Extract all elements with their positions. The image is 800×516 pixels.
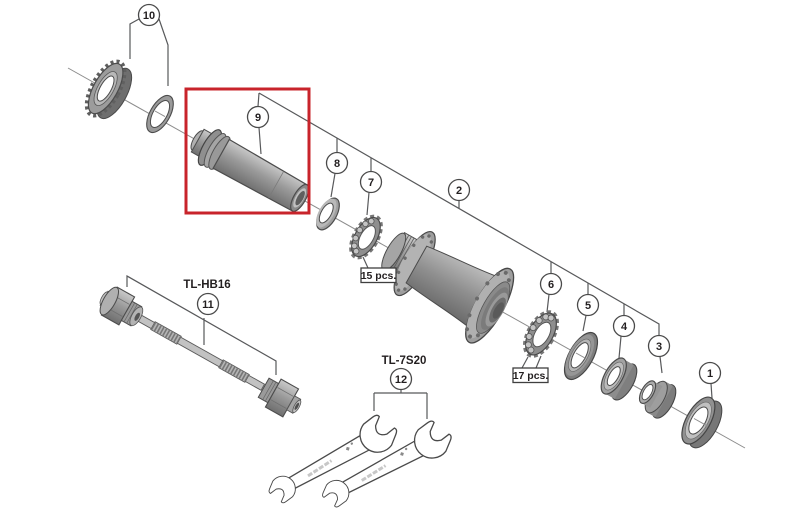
svg-text:9: 9 <box>255 112 261 124</box>
leader-6 <box>546 262 552 313</box>
leader-3 <box>659 356 663 374</box>
svg-text:1: 1 <box>707 368 713 380</box>
part-bearing-retainer-front <box>349 214 383 260</box>
leader-8 <box>330 138 338 198</box>
part-cone <box>600 357 638 401</box>
svg-text:4: 4 <box>621 321 628 333</box>
part-tool-tl-hb16 <box>99 286 302 418</box>
leader-4 <box>618 304 625 359</box>
callout-6: 6 <box>539 272 563 296</box>
leader-5 <box>582 283 589 332</box>
callout-5: 5 <box>576 293 600 317</box>
qty-15pcs-text: 15 pcs. <box>361 270 397 282</box>
qty-17pcs-text: 17 pcs. <box>513 370 549 382</box>
leader-1 <box>710 383 713 399</box>
part-hub-body <box>381 231 515 344</box>
callout-11: 11 <box>196 292 220 316</box>
callout-leader-lines <box>126 18 713 419</box>
label-tl-hb16: TL-HB16 <box>183 279 230 291</box>
callout-4: 4 <box>612 314 636 338</box>
part-axle <box>190 128 310 212</box>
callout-2: 2 <box>447 178 471 202</box>
leader-12-bracket <box>373 389 428 419</box>
callout-3: 3 <box>647 334 671 358</box>
leader-9 <box>257 92 262 155</box>
part-tool-tl-7s20 <box>256 403 464 516</box>
part-lock-ring <box>84 59 133 120</box>
label-tl-7s20: TL-7S20 <box>382 355 427 367</box>
leader-11-bracket <box>126 274 277 375</box>
pointer-17pcs <box>521 355 542 369</box>
axis-through-snap-ring <box>154 110 166 118</box>
callout-1: 1 <box>698 361 722 385</box>
qty-label-15pcs: 15 pcs. <box>360 267 397 284</box>
leader-10-bracket <box>129 18 169 86</box>
highlight-box <box>184 87 311 215</box>
axis-through-end-cap <box>693 418 709 427</box>
svg-text:7: 7 <box>368 177 374 189</box>
svg-text:3: 3 <box>656 341 662 353</box>
svg-text:11: 11 <box>202 299 214 311</box>
svg-text:10: 10 <box>143 10 155 22</box>
part-bearing-retainer-rear <box>522 310 560 358</box>
axis-through-dust-seal <box>575 352 587 360</box>
svg-text:12: 12 <box>395 374 407 386</box>
svg-text:8: 8 <box>334 158 340 170</box>
callout-10: 10 <box>137 3 161 27</box>
svg-text:2: 2 <box>456 185 462 197</box>
callout-circles: 1 2 3 4 5 6 7 8 <box>137 3 722 391</box>
callout-12: 12 <box>389 367 413 391</box>
part-lock-nut <box>638 380 677 419</box>
leader-7 <box>366 158 372 216</box>
svg-text:6: 6 <box>548 279 554 291</box>
part-seal-washer <box>316 197 340 231</box>
callout-8: 8 <box>325 151 349 175</box>
callout-9: 9 <box>246 105 270 129</box>
leader-ladder <box>258 92 660 336</box>
callout-7: 7 <box>359 170 383 194</box>
svg-text:5: 5 <box>585 300 591 312</box>
qty-label-17pcs: 17 pcs. <box>512 367 549 384</box>
